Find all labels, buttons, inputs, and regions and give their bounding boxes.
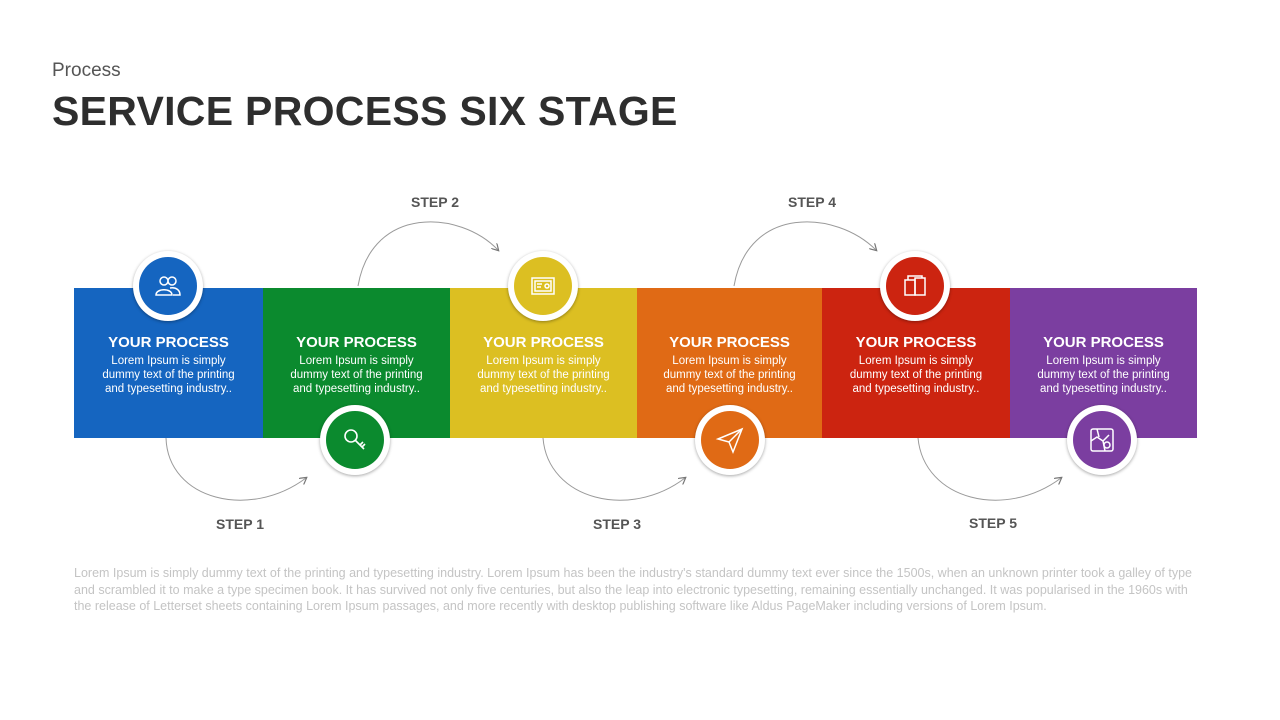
process-heading: YOUR PROCESS [855,334,977,351]
map-icon [1090,428,1114,452]
process-heading: YOUR PROCESS [483,334,604,351]
arrow-step-4 [733,221,876,287]
arrow-step-1 [165,437,306,501]
icon-badge-6 [1067,405,1137,475]
step-label-2: STEP 2 [411,194,459,210]
page-title: SERVICE PROCESS SIX STAGE [52,88,678,134]
step-label-5: STEP 5 [969,515,1017,531]
arrow-step-2 [357,221,498,287]
process-text: Lorem Ipsum is simply dummy text of the … [477,355,610,395]
process-heading: YOUR PROCESS [1043,334,1164,351]
step-label-1: STEP 1 [216,516,264,532]
process-text: Lorem Ipsum is simply dummy text of the … [663,355,796,395]
certificate-icon [531,277,555,295]
icon-badge-3 [508,251,578,321]
process-block-1: YOUR PROCESS Lorem Ipsum is simply dummy… [74,288,263,438]
icon-badge-5 [880,251,950,321]
icon-badge-4 [695,405,765,475]
process-block-4: YOUR PROCESS Lorem Ipsum is simply dummy… [637,288,822,438]
process-text: Lorem Ipsum is simply dummy text of the … [1037,355,1170,395]
icon-badge-2 [320,405,390,475]
arrow-step-5 [917,437,1061,501]
process-text: Lorem Ipsum is simply dummy text of the … [849,355,983,395]
section-label: Process [52,60,121,81]
users-icon [155,276,181,296]
icon-badge-1 [133,251,203,321]
step-label-4: STEP 4 [788,194,836,210]
process-heading: YOUR PROCESS [296,334,417,351]
process-heading: YOUR PROCESS [669,334,790,351]
description-paragraph: Lorem Ipsum is simply dummy text of the … [74,566,1193,613]
process-text: Lorem Ipsum is simply dummy text of the … [290,355,423,395]
process-text: Lorem Ipsum is simply dummy text of the … [102,355,235,395]
arrow-step-3 [542,437,685,501]
process-heading: YOUR PROCESS [108,334,229,351]
step-label-3: STEP 3 [593,516,641,532]
documents-icon [904,275,926,296]
key-icon [344,429,366,450]
paper-plane-icon [715,427,744,455]
